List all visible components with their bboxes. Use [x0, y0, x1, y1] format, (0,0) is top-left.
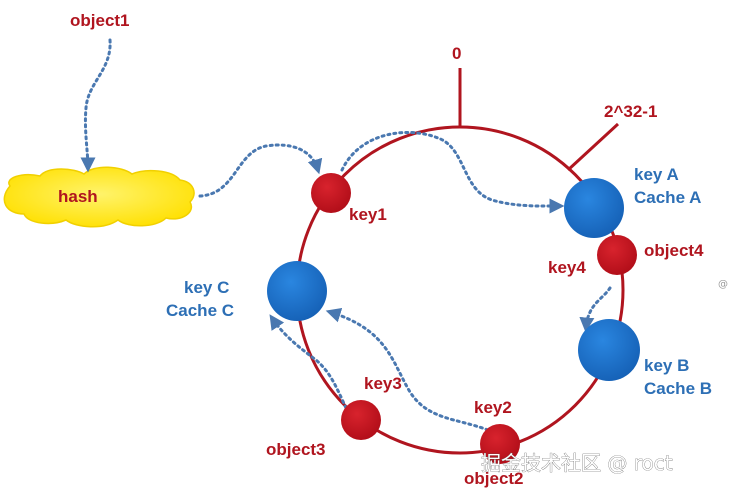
object1-label: object1	[70, 11, 130, 30]
watermark: 掘金技术社区 @ roct	[481, 451, 673, 475]
side-mark: @	[718, 279, 728, 290]
cache-a-node	[564, 178, 624, 238]
key2-label: key2	[474, 398, 512, 417]
arrow-key1-to-cacheA	[340, 131, 565, 214]
cache-a-name-label: Cache A	[634, 188, 701, 207]
object2-label: object2	[464, 469, 524, 488]
cache-b-key-label: key B	[644, 356, 689, 375]
ring-max-tick	[566, 122, 620, 172]
cache-a-key-label: key A	[634, 165, 679, 184]
object4-label: object4	[644, 241, 704, 260]
cache-c-name-label: Cache C	[166, 301, 234, 320]
cache-b-node	[578, 319, 640, 381]
zero-label: 0	[452, 44, 461, 63]
arrow-object3-to-cacheC	[269, 314, 348, 410]
key2-node	[480, 424, 520, 464]
key1-label: key1	[349, 205, 387, 224]
key4-label: key4	[548, 258, 586, 277]
hash-label: hash	[58, 187, 98, 206]
key3-label: key3	[364, 374, 402, 393]
hash-ring	[295, 125, 625, 455]
arrow-hash-to-key1	[198, 143, 323, 198]
key3-node	[341, 400, 381, 440]
object3-label: object3	[266, 440, 326, 459]
arrow-object1-to-hash	[80, 38, 112, 173]
max-label: 2^32-1	[604, 102, 657, 121]
arrow-object2-to-cacheC	[325, 307, 490, 432]
key4-node	[597, 235, 637, 275]
cache-c-node	[267, 261, 327, 321]
arrow-object4-to-cacheB	[579, 286, 612, 333]
cache-c-key-label: key C	[184, 278, 229, 297]
hash-cloud	[3, 166, 195, 228]
key1-node	[311, 173, 351, 213]
cache-b-name-label: Cache B	[644, 379, 712, 398]
